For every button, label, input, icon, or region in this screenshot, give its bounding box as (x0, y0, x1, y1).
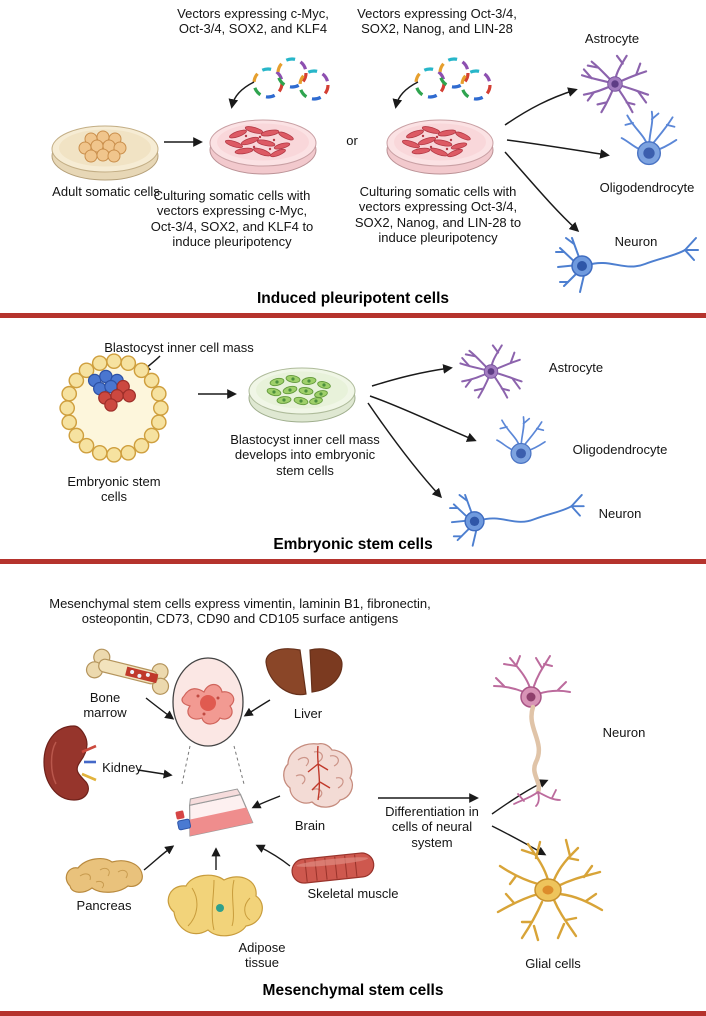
arrow-pancreas-to-flask (143, 845, 175, 871)
arrow-plasmid-to-dish-right (392, 81, 419, 109)
arrow-to-neuron-msc (491, 779, 549, 815)
glial-cell-illustration (496, 838, 604, 942)
differentiation-label: Differentiation in cells of neural syste… (385, 804, 479, 850)
bone-marrow-illustration (85, 648, 170, 695)
arrow-brain-to-flask (251, 795, 281, 809)
arrow-adipose-to-flask (211, 847, 221, 870)
astrocyte-label-esc: Astrocyte (548, 360, 604, 375)
arrows-dish-to-neural-cells-esc (367, 364, 477, 499)
magnifier-dotted-lines (181, 745, 245, 785)
adipose-tissue-label: Adipose tissue (238, 940, 286, 971)
culture-flask-illustration (175, 788, 254, 837)
arrow-muscle-to-flask (255, 844, 291, 867)
section-title-esc: Embryonic stem cells (273, 536, 433, 553)
embryonic-stem-cells-label: Embryonic stem cells (67, 474, 161, 505)
arrow-somatic-to-culture (164, 137, 203, 147)
oligodendrocyte-illustration-ips (620, 110, 678, 166)
section-title-msc: Mesenchymal stem cells (262, 982, 444, 999)
neuron-label-msc: Neuron (602, 725, 646, 740)
arrow-blastocyst-to-dish (198, 389, 237, 399)
liver-label: Liver (293, 706, 323, 721)
adipose-tissue-illustration (167, 874, 263, 937)
blastocyst-illustration (59, 353, 169, 463)
bone-marrow-label: Bone marrow (83, 690, 127, 721)
arrow-differentiation (378, 793, 479, 803)
arrow-kidney-to-center (137, 769, 173, 779)
neuron-label-esc: Neuron (598, 506, 642, 521)
kidney-label: Kidney (102, 760, 142, 775)
petri-dish-embryonic (248, 367, 356, 423)
develop-description-label: Blastocyst inner cell mass develops into… (230, 432, 380, 478)
oligodendrocyte-label-ips: Oligodendrocyte (599, 180, 695, 195)
section-title-ips: Induced pleuripotent cells (256, 290, 450, 307)
petri-dish-culture-right (386, 119, 494, 175)
culture-description-left: Culturing somatic cells with vectors exp… (150, 188, 314, 249)
adult-somatic-cells-label: Adult somatic cells (52, 184, 160, 199)
culture-description-right: Culturing somatic cells with vectors exp… (354, 184, 522, 245)
arrow-to-glial-msc (491, 825, 547, 856)
astrocyte-illustration-esc (459, 344, 523, 399)
arrows-dish-to-neural-cells-ips (504, 87, 610, 232)
pancreas-illustration (65, 858, 143, 893)
vector-label-right: Vectors expressing Oct-3/4, SOX2, Nanog,… (357, 6, 517, 37)
astrocyte-label-ips: Astrocyte (584, 31, 640, 46)
skeletal-muscle-illustration (291, 852, 375, 884)
skeletal-muscle-label: Skeletal muscle (307, 886, 399, 901)
petri-dish-culture-left (209, 119, 317, 175)
arrow-plasmid-to-dish-left (228, 81, 255, 109)
section-divider-3 (0, 1011, 706, 1016)
kidney-illustration (43, 725, 97, 801)
blastocyst-inner-cell-mass-label: Blastocyst inner cell mass (104, 340, 254, 355)
brain-label: Brain (294, 818, 326, 833)
oligodendrocyte-label-esc: Oligodendrocyte (572, 442, 668, 457)
petri-dish-somatic-cells (51, 125, 159, 181)
section-divider-1 (0, 313, 706, 318)
arrow-bone-to-center (145, 697, 175, 720)
arrow-liver-to-center (243, 699, 271, 717)
msc-antigen-label: Mesenchymal stem cells express vimentin,… (49, 596, 431, 627)
oligodendrocyte-illustration-esc (496, 416, 546, 465)
glial-cells-label: Glial cells (525, 956, 581, 971)
neuron-label-ips: Neuron (614, 234, 658, 249)
pancreas-label: Pancreas (76, 898, 132, 913)
or-label: or (346, 133, 358, 148)
msc-cell-magnified-oval (172, 657, 244, 747)
brain-illustration (283, 743, 354, 808)
neuron-illustration-msc (493, 655, 571, 807)
vector-label-left: Vectors expressing c-Myc, Oct-3/4, SOX2,… (177, 6, 329, 37)
liver-illustration (265, 648, 343, 696)
section-divider-2 (0, 559, 706, 564)
